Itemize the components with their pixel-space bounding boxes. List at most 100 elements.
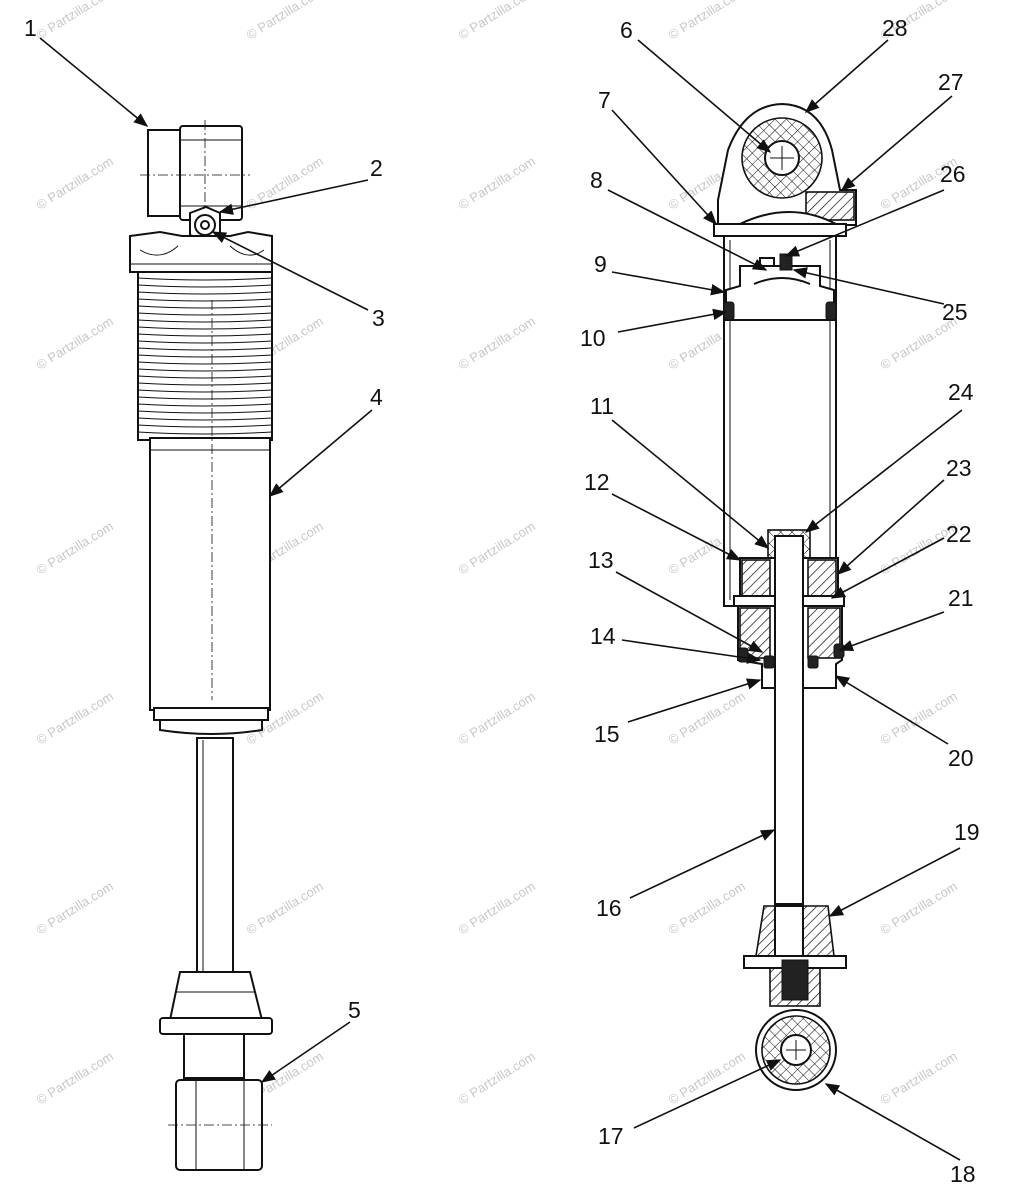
callout-13: 13 [588, 547, 614, 573]
leader-24 [804, 409, 963, 533]
callout-26: 26 [940, 161, 966, 187]
cutaway-view [713, 102, 857, 1091]
external-view [129, 120, 273, 1171]
callout-24: 24 [948, 379, 974, 405]
thread-line [137, 396, 273, 400]
watermark-text: © Partzilla.com [456, 878, 538, 937]
callout-9: 9 [594, 251, 607, 277]
body-tube [149, 300, 271, 735]
leader-10 [617, 308, 728, 333]
leader-9 [611, 271, 726, 296]
watermark-text: © Partzilla.com [666, 1048, 748, 1107]
callout-22: 22 [946, 521, 972, 547]
leader-26 [784, 189, 945, 257]
watermark-text: © Partzilla.com [34, 1048, 116, 1107]
upper-collar [129, 230, 273, 273]
thread-line [137, 298, 273, 302]
watermark-text: © Partzilla.com [244, 0, 326, 43]
watermark-text: © Partzilla.com [244, 878, 326, 937]
thread-line [137, 389, 273, 393]
leader-16 [629, 829, 776, 899]
thread-line [137, 333, 273, 337]
leader-19 [828, 847, 961, 917]
watermark-text: © Partzilla.com [34, 313, 116, 372]
thread-line [137, 361, 273, 365]
bump-stop [159, 971, 273, 1079]
watermark-text: © Partzilla.com [456, 313, 538, 372]
piston-rod [196, 737, 234, 975]
leader-12 [611, 493, 742, 561]
leader-17 [633, 1059, 782, 1129]
watermark-text: © Partzilla.com [34, 153, 116, 212]
rod-section [774, 535, 804, 905]
watermark-text: © Partzilla.com [878, 1048, 960, 1107]
watermark-text: © Partzilla.com [456, 153, 538, 212]
callout-21: 21 [948, 585, 974, 611]
watermark-text: © Partzilla.com [34, 878, 116, 937]
thread-line [137, 368, 273, 372]
top-bushing [140, 120, 250, 232]
callout-15: 15 [594, 721, 620, 747]
leader-4 [268, 409, 373, 497]
leader-22 [830, 537, 945, 599]
leader-15 [627, 678, 762, 723]
watermark-text: © Partzilla.com [34, 518, 116, 577]
watermark-text: © Partzilla.com [666, 878, 748, 937]
watermark-text: © Partzilla.com [456, 1048, 538, 1107]
watermark-text: © Partzilla.com [456, 0, 538, 43]
bottom-eye-section [743, 905, 847, 1091]
callout-18: 18 [950, 1161, 976, 1187]
callout-5: 5 [348, 997, 361, 1023]
thread-line [137, 410, 273, 414]
leader-2 [218, 179, 369, 215]
thread-line [137, 347, 273, 351]
leader-27 [840, 95, 953, 191]
top-eye-section [717, 102, 857, 226]
thread-line [137, 340, 273, 344]
leader-lines [39, 37, 963, 1161]
callout-23: 23 [946, 455, 972, 481]
leader-18 [824, 1083, 961, 1161]
thread-line [137, 431, 273, 435]
thread-line [137, 326, 273, 330]
threaded-body [137, 271, 273, 441]
callout-1: 1 [24, 15, 37, 41]
callout-28: 28 [882, 15, 908, 41]
leader-25 [792, 267, 945, 305]
watermark-text: © Partzilla.com [878, 688, 960, 747]
thread-line [137, 424, 273, 428]
callout-27: 27 [938, 69, 964, 95]
leader-14 [621, 639, 762, 664]
watermark-text: © Partzilla.com [666, 0, 748, 43]
leader-20 [834, 675, 949, 745]
callout-17: 17 [598, 1123, 624, 1149]
thread-line [137, 375, 273, 379]
thread-line [137, 284, 273, 288]
leader-3 [211, 231, 369, 311]
callout-12: 12 [584, 469, 610, 495]
thread-line [137, 403, 273, 407]
callout-14: 14 [590, 623, 616, 649]
leader-28 [804, 39, 889, 113]
callout-16: 16 [596, 895, 622, 921]
callout-6: 6 [620, 17, 633, 43]
thread-line [137, 354, 273, 358]
callout-25: 25 [942, 299, 968, 325]
callout-3: 3 [372, 305, 385, 331]
callout-10: 10 [580, 325, 606, 351]
callout-8: 8 [590, 167, 603, 193]
watermark-text: © Partzilla.com [34, 0, 116, 43]
thread-line [137, 319, 273, 323]
watermark-text: © Partzilla.com [878, 878, 960, 937]
leader-23 [836, 479, 945, 575]
bottom-bushing [168, 1079, 272, 1171]
leader-1 [39, 37, 149, 127]
leader-13 [615, 571, 764, 653]
leader-11 [611, 419, 770, 549]
callout-19: 19 [954, 819, 980, 845]
thread-line [137, 417, 273, 421]
leader-6 [637, 39, 772, 153]
thread-line [137, 291, 273, 295]
callout-7: 7 [598, 87, 611, 113]
